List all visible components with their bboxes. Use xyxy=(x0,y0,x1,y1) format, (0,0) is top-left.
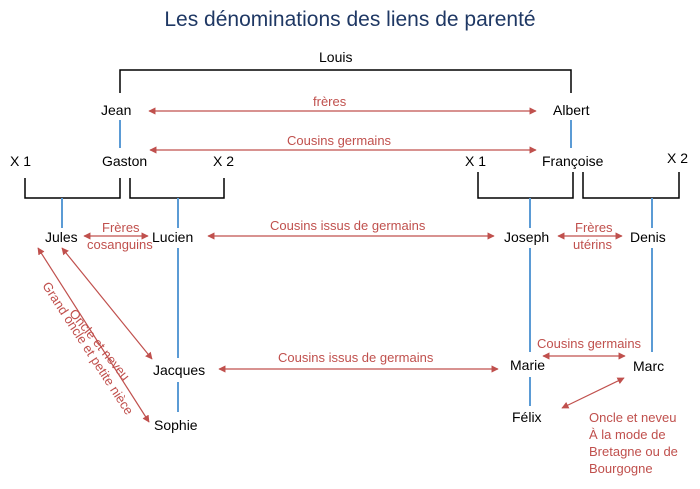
label-oncle-bretagne-line3: Bretagne ou de xyxy=(589,444,678,459)
person-jacques: Jacques xyxy=(153,362,206,378)
label-cousins-germains-bottom: Cousins germains xyxy=(537,336,642,351)
person-x1-left: X 1 xyxy=(10,153,32,169)
label-oncle-bretagne-line4: Bourgogne xyxy=(589,461,653,476)
label-freres: frères xyxy=(313,94,347,109)
person-jean: Jean xyxy=(101,102,132,118)
person-gaston: Gaston xyxy=(102,153,148,169)
louis-bracket xyxy=(119,69,572,93)
person-denis: Denis xyxy=(630,229,666,245)
page-title: Les dénominations des liens de parenté xyxy=(164,8,536,31)
person-marie: Marie xyxy=(510,357,546,373)
label-freres-uterins-1: Frères xyxy=(575,220,613,235)
label-freres-uterins-2: utérins xyxy=(573,237,613,252)
label-cousins-issus-bottom: Cousins issus de germains xyxy=(278,350,434,365)
person-x1-right: X 1 xyxy=(465,153,487,169)
francoise-x1-union xyxy=(477,172,574,199)
person-lucien: Lucien xyxy=(152,229,194,245)
gaston-x1-union xyxy=(24,178,121,199)
person-jules: Jules xyxy=(45,229,78,245)
label-oncle-bretagne: Oncle et neveu À la mode de Bretagne ou … xyxy=(589,409,694,477)
person-x2-right: X 2 xyxy=(667,150,689,166)
person-x2-left: X 2 xyxy=(213,153,235,169)
person-joseph: Joseph xyxy=(504,229,550,245)
lineage-lines xyxy=(61,120,653,412)
person-albert: Albert xyxy=(553,102,590,118)
person-marc: Marc xyxy=(633,358,665,374)
person-louis: Louis xyxy=(319,49,353,65)
label-oncle-bretagne-line1: Oncle et neveu xyxy=(589,410,677,425)
francoise-x2-union xyxy=(582,172,680,199)
label-freres-cosanguins-2: cosanguins xyxy=(87,237,153,252)
label-oncle-bretagne-line2: À la mode de xyxy=(589,427,666,442)
label-cousins-germains-top: Cousins germains xyxy=(287,133,392,148)
person-francoise: Françoise xyxy=(542,153,604,169)
label-cousins-issus-top: Cousins issus de germains xyxy=(270,218,426,233)
gaston-x2-union xyxy=(129,178,225,199)
relation-arrows xyxy=(37,107,626,423)
person-sophie: Sophie xyxy=(154,417,198,433)
label-freres-cosanguins-1: Frères xyxy=(102,220,140,235)
person-felix: Félix xyxy=(512,409,542,425)
